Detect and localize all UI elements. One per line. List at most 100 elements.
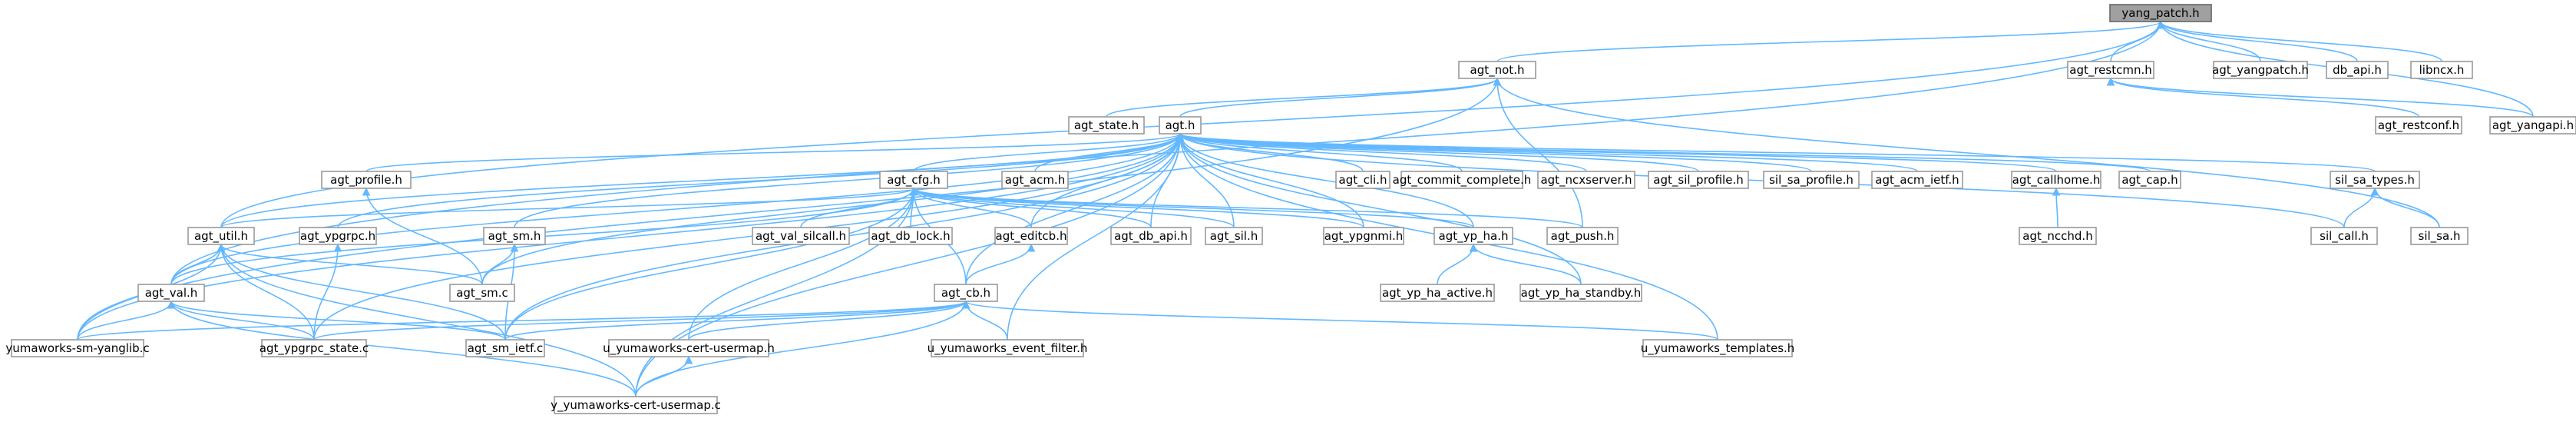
node-agt-sm-h[interactable]: agt_sm.h [483, 227, 546, 245]
node-box [1068, 116, 1145, 135]
edge-agt_cb_h-to-y_yumaworks_cert_usermap_c [635, 300, 971, 397]
node-agt-yp-ha-active-h[interactable]: agt_yp_ha_active.h [1380, 284, 1495, 302]
node-agt-sm-c[interactable]: agt_sm.c [449, 284, 515, 302]
node-box [321, 171, 412, 189]
node-agt-yp-ha-standby-h[interactable]: agt_yp_ha_standby.h [1519, 284, 1642, 302]
node-sil-sa-h[interactable]: sil_sa.h [2410, 227, 2469, 245]
node-box [879, 171, 948, 189]
node-sil-sa-profile-h[interactable]: sil_sa_profile.h [1763, 171, 1860, 189]
node-label: agt_state.h [1074, 118, 1139, 133]
node-label: agt_ncchd.h [2022, 229, 2092, 244]
node-box [2011, 171, 2101, 189]
node-label: agt_val_silcall.h [756, 229, 846, 244]
node-agt-db-lock-h[interactable]: agt_db_lock.h [868, 227, 953, 245]
node-label: agt_sm.h [488, 229, 541, 244]
node-label: sil_sa_types.h [2335, 173, 2415, 188]
node-agt-sil-profile-h[interactable]: agt_sil_profile.h [1648, 171, 1749, 189]
edge-agt_callhome_h-to-agt_ncchd_h [2052, 187, 2061, 228]
node-label: agt_yp_ha_active.h [1382, 286, 1493, 301]
node-agt-ncxserver-h[interactable]: agt_ncxserver.h [1537, 171, 1635, 189]
node-agt-ypgrpc-h[interactable]: agt_ypgrpc.h [299, 227, 377, 245]
edge-yang_patch_h-to-agt_yangpatch_h [2156, 20, 2261, 62]
node-agt-state-h[interactable]: agt_state.h [1068, 116, 1145, 135]
node-agt-ncchd-h[interactable]: agt_ncchd.h [2019, 227, 2097, 245]
node-label: agt_yp_ha_standby.h [1521, 286, 1642, 301]
node-label: agt_acm_ietf.h [1875, 173, 1959, 188]
node-sil-sa-types-h[interactable]: sil_sa_types.h [2330, 171, 2420, 189]
node-label: agt_db_lock.h [871, 229, 950, 244]
node-box [2489, 116, 2576, 135]
node-agt-cb-h[interactable]: agt_cb.h [934, 284, 998, 302]
node-agt-push-h[interactable]: agt_push.h [1546, 227, 1619, 245]
node-label: u_yumaworks_event_filter.h [928, 341, 1088, 356]
edge-yang_patch_h-to-agt_not_h [1496, 20, 2165, 62]
node-sil-call-h[interactable]: sil_call.h [2310, 227, 2378, 245]
node-box [1546, 227, 1619, 245]
node-box [1519, 284, 1642, 302]
node-agt-h[interactable]: agt.h [1159, 116, 1202, 135]
node-box [2410, 227, 2469, 245]
node-agt-sil-h[interactable]: agt_sil.h [1205, 227, 1263, 245]
node-agt-cli-h[interactable]: agt_cli.h [1335, 171, 1391, 189]
node-u-yumaworks-event-filter-h[interactable]: u_yumaworks_event_filter.h [928, 339, 1088, 357]
node-agt-commit-complete-h[interactable]: agt_commit_complete.h [1393, 171, 1532, 189]
node-label: agt_sm.c [456, 286, 508, 301]
node-box [1871, 171, 1963, 189]
edge-agt_not_h-to-agt_h [1179, 77, 1502, 118]
node-agt-val-silcall-h[interactable]: agt_val_silcall.h [752, 227, 850, 245]
node-label: agt_ypgnmi.h [1324, 229, 1404, 244]
node-agt-db-api-h[interactable]: agt_db_api.h [1110, 227, 1192, 245]
node-agt-acm-h[interactable]: agt_acm.h [1001, 171, 1069, 189]
node-agt-cfg-h[interactable]: agt_cfg.h [879, 171, 948, 189]
node-label: agt_push.h [1551, 229, 1615, 244]
node-box [465, 339, 545, 357]
node-agt-sm-ietf-c[interactable]: agt_sm_ietf.c [465, 339, 545, 357]
node-agt-not-h[interactable]: agt_not.h [1458, 61, 1536, 79]
node-agt-yangapi-h[interactable]: agt_yangapi.h [2489, 116, 2576, 135]
edge-agt_cb_h-to-agt_ypgrpc_state_c [313, 300, 971, 341]
node-agt-yp-ha-h[interactable]: agt_yp_ha.h [1433, 227, 1513, 245]
node-label: agt_yp_ha.h [1439, 229, 1509, 244]
node-yang-patch-h: yang_patch.h [2109, 4, 2212, 22]
edge-agt_util_h-to-y_yumaworks_cert_usermap_c [217, 243, 637, 397]
node-y-yumaworks-cert-usermap-c[interactable]: y_yumaworks-cert-usermap.c [551, 396, 721, 414]
node-agt-restcmn-h[interactable]: agt_restcmn.h [2067, 61, 2154, 79]
node-box [1380, 284, 1495, 302]
node-box [2330, 171, 2420, 189]
node-u-yumaworks-templates-h[interactable]: u_yumaworks_templates.h [1641, 339, 1795, 357]
node-box [1110, 227, 1192, 245]
node-label: agt_ypgrpc.h [300, 229, 375, 244]
node-db-api-h[interactable]: db_api.h [2326, 61, 2389, 79]
node-box [137, 284, 205, 302]
node-label: sil_sa_profile.h [1769, 173, 1853, 188]
node-libncx-h[interactable]: libncx.h [2410, 61, 2473, 79]
node-label: db_api.h [2333, 63, 2382, 78]
node-agt-acm-ietf-h[interactable]: agt_acm_ietf.h [1871, 171, 1963, 189]
edge-agt_restcmn_h-to-agt_restconf_h [2106, 77, 2419, 118]
node-agt-val-h[interactable]: agt_val.h [137, 284, 205, 302]
node-label: agt_editcb.h [996, 229, 1067, 244]
node-box [1001, 171, 1069, 189]
node-box [1763, 171, 1860, 189]
node-agt-restconf-h[interactable]: agt_restconf.h [2375, 116, 2462, 135]
node-agt-yangpatch-h[interactable]: agt_yangpatch.h [2212, 61, 2309, 79]
node-box [1537, 171, 1635, 189]
node-box [1323, 227, 1404, 245]
node-agt-editcb-h[interactable]: agt_editcb.h [994, 227, 1068, 245]
node-box [1648, 171, 1749, 189]
node-box [2410, 61, 2473, 79]
edge-agt_profile_h-to-agt_sm_c [362, 187, 483, 285]
node-label: u_yumaworks_templates.h [1641, 341, 1795, 356]
node-agt-util-h[interactable]: agt_util.h [187, 227, 255, 245]
node-agt-profile-h[interactable]: agt_profile.h [321, 171, 412, 189]
node-agt-cap-h[interactable]: agt_cap.h [2118, 171, 2181, 189]
node-agt-ypgnmi-h[interactable]: agt_ypgnmi.h [1323, 227, 1404, 245]
node-yumaworks-sm-yanglib-c[interactable]: yumaworks-sm-yanglib.c [5, 339, 150, 357]
node-agt-callhome-h[interactable]: agt_callhome.h [2011, 171, 2101, 189]
edge-agt_cfg_h-to-agt_util_h [220, 187, 918, 228]
node-u-yumaworks-cert-usermap-h[interactable]: u_yumaworks-cert-usermap.h [603, 339, 775, 357]
edge-agt_cb_h-to-u_yumaworks_templates_h [961, 300, 1718, 341]
node-box [1433, 227, 1513, 245]
node-agt-ypgrpc-state-c[interactable]: agt_ypgrpc_state.c [260, 339, 369, 357]
node-box [1159, 116, 1202, 135]
